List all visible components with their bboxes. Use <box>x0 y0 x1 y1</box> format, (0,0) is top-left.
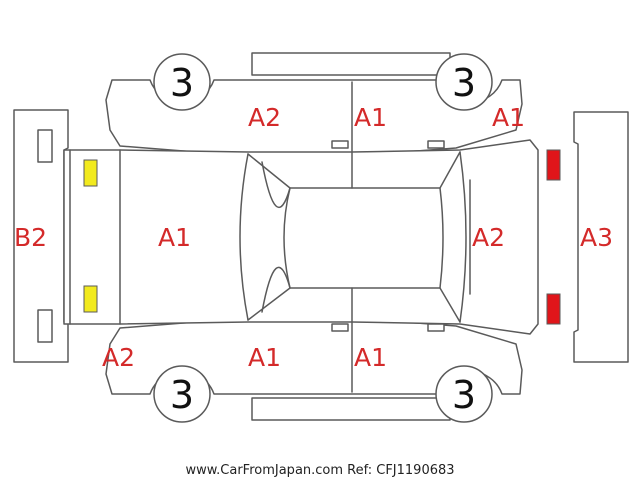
wheel-front-left: 3 <box>153 53 211 111</box>
label-hood: A1 <box>158 223 191 252</box>
wheel-front-right: 3 <box>153 365 211 423</box>
rear-bumper <box>573 111 629 363</box>
label-left-rear-door: A1 <box>354 103 387 132</box>
rear-left-lamp-marker <box>546 149 561 181</box>
wheel-rear-right: 3 <box>435 365 493 423</box>
rear-right-lamp-marker <box>546 293 561 325</box>
label-front-right-fender: A2 <box>102 343 135 372</box>
label-left-rear-quarter: A1 <box>492 103 525 132</box>
wheel-count-front-right: 3 <box>170 373 194 417</box>
label-right-front-door: A1 <box>248 343 281 372</box>
front-left-headlamp-marker <box>83 159 98 187</box>
wheel-count-front-left: 3 <box>170 61 194 105</box>
label-front-left-fender: A2 <box>248 103 281 132</box>
car-body-top-view <box>63 139 539 335</box>
wheel-count-rear-right: 3 <box>452 373 476 417</box>
label-trunk-lid: A2 <box>472 223 505 252</box>
wheel-rear-left: 3 <box>435 53 493 111</box>
label-rear-bumper: A3 <box>580 223 613 252</box>
front-right-headlamp-marker <box>83 285 98 313</box>
wheel-count-rear-left: 3 <box>452 61 476 105</box>
footer-reference: www.CarFromJapan.com Ref: CFJ1190683 <box>185 463 454 478</box>
label-right-rear-door: A1 <box>354 343 387 372</box>
label-front-bumper: B2 <box>14 223 47 252</box>
